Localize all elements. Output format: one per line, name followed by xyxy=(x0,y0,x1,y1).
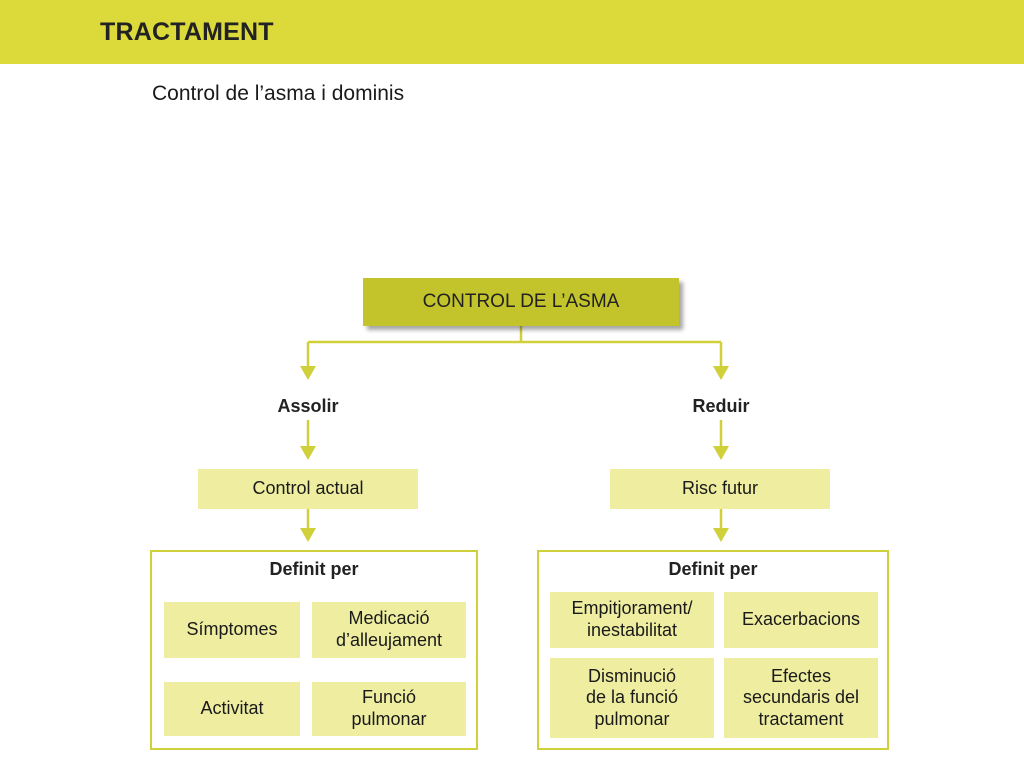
left-item-lung-function: Funció pulmonar xyxy=(312,682,466,736)
right-item-side-effects: Efectes secundaris del tractament xyxy=(724,658,878,738)
right-verb-label: Reduir xyxy=(692,396,750,416)
left-item-relief-medication: Medicació d’alleujament xyxy=(312,602,466,658)
arrowhead-right-2 xyxy=(713,446,729,460)
left-group-title: Definit per xyxy=(269,559,359,579)
root-node: CONTROL DE L’ASMA xyxy=(363,278,679,326)
header-band: TRACTAMENT xyxy=(0,0,1024,64)
right-mid-node: Risc futur xyxy=(610,469,830,509)
arrowhead-left-1 xyxy=(300,366,316,380)
right-item-exacerbations: Exacerbacions xyxy=(724,592,878,648)
arrowhead-right-3 xyxy=(713,528,729,542)
arrowhead-left-2 xyxy=(300,446,316,460)
right-item-lung-decline: Disminució de la funció pulmonar xyxy=(550,658,714,738)
right-group-title: Definit per xyxy=(668,559,758,579)
left-item-activity: Activitat xyxy=(164,682,300,736)
left-mid-node: Control actual xyxy=(198,469,418,509)
arrowhead-left-3 xyxy=(300,528,316,542)
arrowhead-right-1 xyxy=(713,366,729,380)
right-definition-group: Definit per Empitjorament/ inestabilitat… xyxy=(537,550,889,750)
left-verb-label: Assolir xyxy=(277,396,339,416)
page-subtitle: Control de l’asma i dominis xyxy=(152,82,405,105)
left-definition-group: Definit per Símptomes Medicació d’alleuj… xyxy=(150,550,478,750)
right-item-worsening: Empitjorament/ inestabilitat xyxy=(550,592,714,648)
left-item-symptoms: Símptomes xyxy=(164,602,300,658)
header-title: TRACTAMENT xyxy=(100,18,274,46)
